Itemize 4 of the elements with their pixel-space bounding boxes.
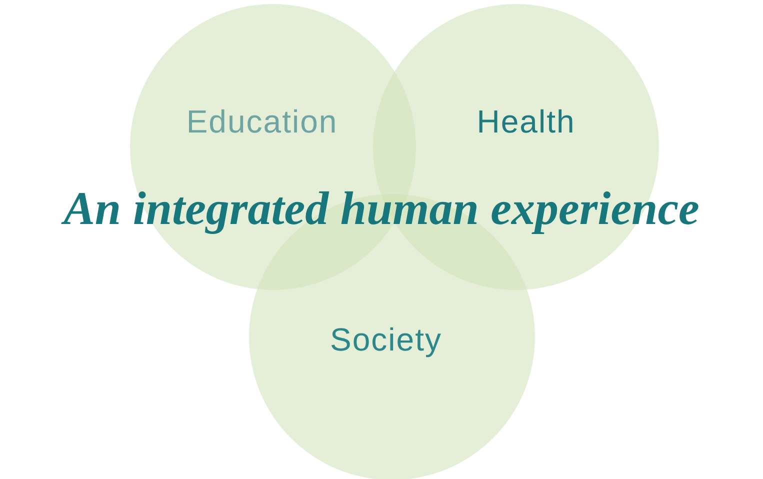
title: An integrated human experience xyxy=(0,182,763,236)
circle-label: Health xyxy=(476,104,576,140)
circle-label: Education xyxy=(186,104,338,140)
circle-label: Society xyxy=(330,322,442,358)
